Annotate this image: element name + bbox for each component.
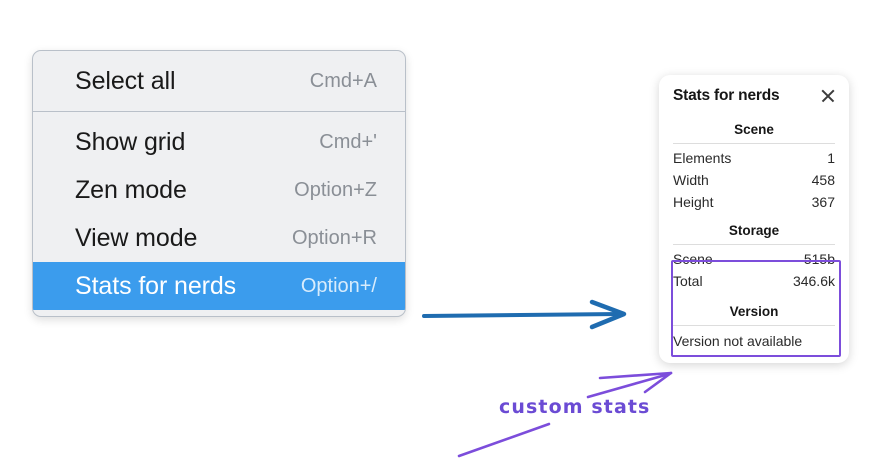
version-note: Version not available — [673, 333, 803, 349]
menu-item-select-all[interactable]: Select all Cmd+A — [33, 57, 405, 105]
stats-row-value: 458 — [811, 172, 835, 188]
menu-group-primary: Select all Cmd+A — [33, 51, 405, 111]
stats-row-value: 515b — [803, 251, 835, 267]
menu-item-shortcut: Option+R — [291, 226, 377, 249]
menu-item-label: Show grid — [75, 127, 186, 156]
stats-section-storage: Storage Scene 515b Total 346.6k — [659, 220, 849, 292]
menu-item-stats-for-nerds[interactable]: Stats for nerds Option+/ — [33, 262, 405, 310]
menu-item-shortcut: Cmd+A — [309, 69, 377, 92]
section-divider — [673, 143, 835, 144]
context-menu[interactable]: Select all Cmd+A Show grid Cmd+' Zen mod… — [32, 50, 406, 317]
stats-for-nerds-panel[interactable]: Stats for nerds Scene Elements 1 Width 4… — [659, 75, 849, 363]
stats-row-value: 367 — [811, 194, 835, 210]
section-heading: Version — [729, 304, 779, 319]
stats-panel-header: Stats for nerds — [659, 87, 849, 105]
stats-section-version: Version Version not available — [659, 301, 849, 349]
stats-row-value: 346.6k — [792, 273, 835, 289]
stats-row-key: Width — [673, 172, 709, 188]
stats-row: Scene 515b — [673, 248, 835, 270]
section-divider — [673, 244, 835, 245]
stats-row-key: Elements — [673, 150, 732, 166]
stats-panel-title: Stats for nerds — [673, 87, 780, 104]
stats-row-key: Scene — [673, 251, 713, 267]
stats-row: Elements 1 — [673, 147, 835, 169]
stats-section-scene: Scene Elements 1 Width 458 Height 367 — [659, 119, 849, 213]
menu-item-label: View mode — [75, 223, 198, 252]
section-heading: Scene — [734, 122, 774, 137]
stats-row: Width 458 — [673, 169, 835, 191]
menu-item-zen-mode[interactable]: Zen mode Option+Z — [33, 166, 405, 214]
menu-item-view-mode[interactable]: View mode Option+R — [33, 214, 405, 262]
purple-arrow-annotation — [586, 371, 673, 399]
section-heading: Storage — [728, 223, 780, 238]
purple-underline-annotation — [457, 422, 551, 458]
menu-item-shortcut: Option+Z — [294, 178, 377, 201]
menu-item-shortcut: Option+/ — [300, 274, 377, 297]
menu-item-label: Stats for nerds — [75, 271, 237, 300]
stats-row: Height 367 — [673, 191, 835, 213]
stats-row-value: 1 — [827, 150, 835, 166]
stats-row: Total 346.6k — [673, 270, 835, 292]
section-divider — [673, 325, 835, 326]
annotation-label: custom stats — [499, 396, 651, 418]
menu-group-view: Show grid Cmd+' Zen mode Option+Z View m… — [33, 111, 405, 316]
menu-item-label: Zen mode — [75, 175, 187, 204]
stats-row-key: Total — [673, 273, 703, 289]
menu-item-label: Select all — [75, 66, 176, 95]
blue-arrow-annotation — [422, 299, 627, 330]
menu-item-show-grid[interactable]: Show grid Cmd+' — [33, 118, 405, 166]
stats-row-key: Height — [673, 194, 714, 210]
menu-item-shortcut: Cmd+' — [319, 130, 377, 153]
close-icon[interactable] — [819, 87, 837, 105]
